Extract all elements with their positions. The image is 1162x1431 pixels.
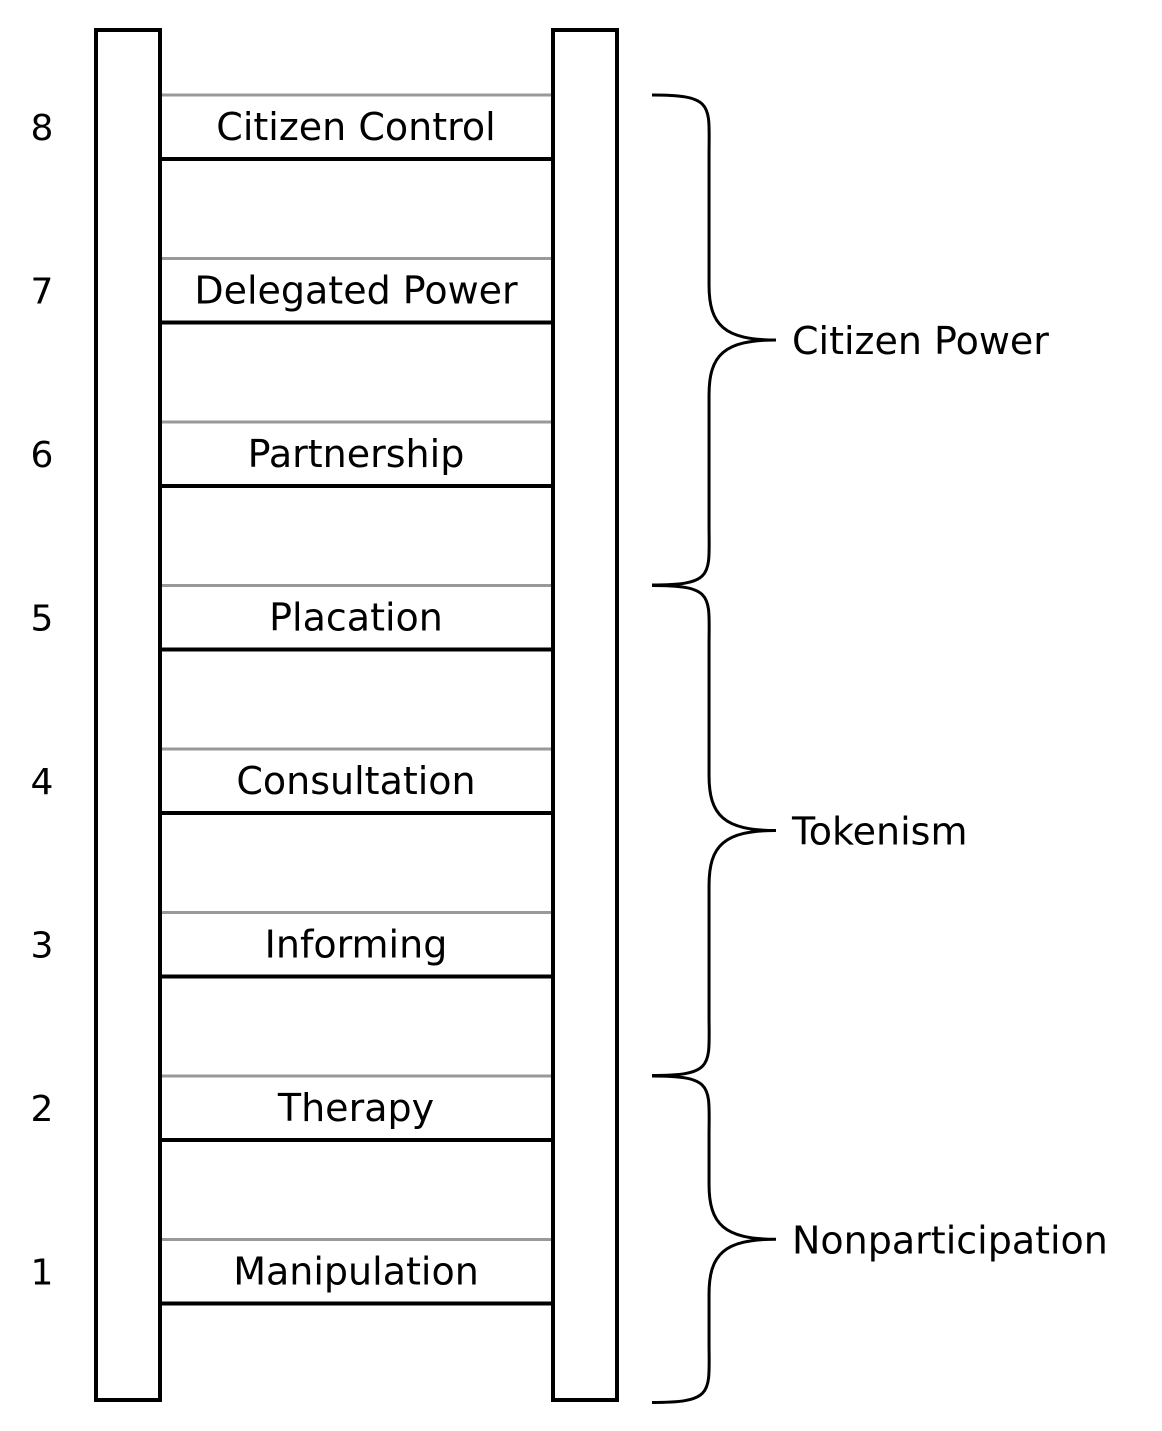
- rung-3: Informing 3: [31, 911, 551, 979]
- step-number: 4: [31, 762, 54, 803]
- group-1: Tokenism: [651, 584, 968, 1077]
- curly-brace: [651, 1074, 777, 1404]
- rung-label: Therapy: [277, 1086, 434, 1130]
- rung-label: Informing: [265, 923, 448, 967]
- curly-brace: [651, 93, 777, 587]
- group-label: Nonparticipation: [792, 1218, 1108, 1262]
- ladder-right-rail: [551, 28, 619, 1402]
- rung-4: Consultation 4: [31, 747, 551, 815]
- step-number: 7: [31, 272, 54, 313]
- rung-label: Placation: [269, 596, 443, 640]
- rung-label: Partnership: [248, 432, 465, 476]
- rung-label: Consultation: [236, 759, 475, 803]
- rung-6: Partnership 6: [31, 420, 551, 488]
- step-number: 3: [31, 926, 54, 967]
- step-number: 6: [31, 435, 54, 476]
- step-number: 5: [31, 599, 54, 640]
- group-label: Citizen Power: [792, 319, 1049, 363]
- rung-1: Manipulation 1: [31, 1238, 551, 1306]
- group-2: Nonparticipation: [651, 1074, 1108, 1404]
- step-number: 2: [31, 1089, 54, 1130]
- rung-5: Placation 5: [31, 584, 551, 652]
- group-0: Citizen Power: [651, 93, 1049, 587]
- rung-7: Delegated Power 7: [31, 257, 551, 325]
- rung-2: Therapy 2: [31, 1074, 551, 1142]
- rung-label: Manipulation: [233, 1250, 479, 1294]
- group-label: Tokenism: [791, 810, 968, 854]
- rung-label: Delegated Power: [194, 269, 518, 313]
- step-number: 8: [31, 108, 54, 149]
- ladder-left-rail: [94, 28, 162, 1402]
- rung-8: Citizen Control 8: [31, 93, 551, 161]
- step-number: 1: [31, 1253, 54, 1294]
- rung-label: Citizen Control: [216, 105, 495, 149]
- curly-brace: [651, 584, 777, 1077]
